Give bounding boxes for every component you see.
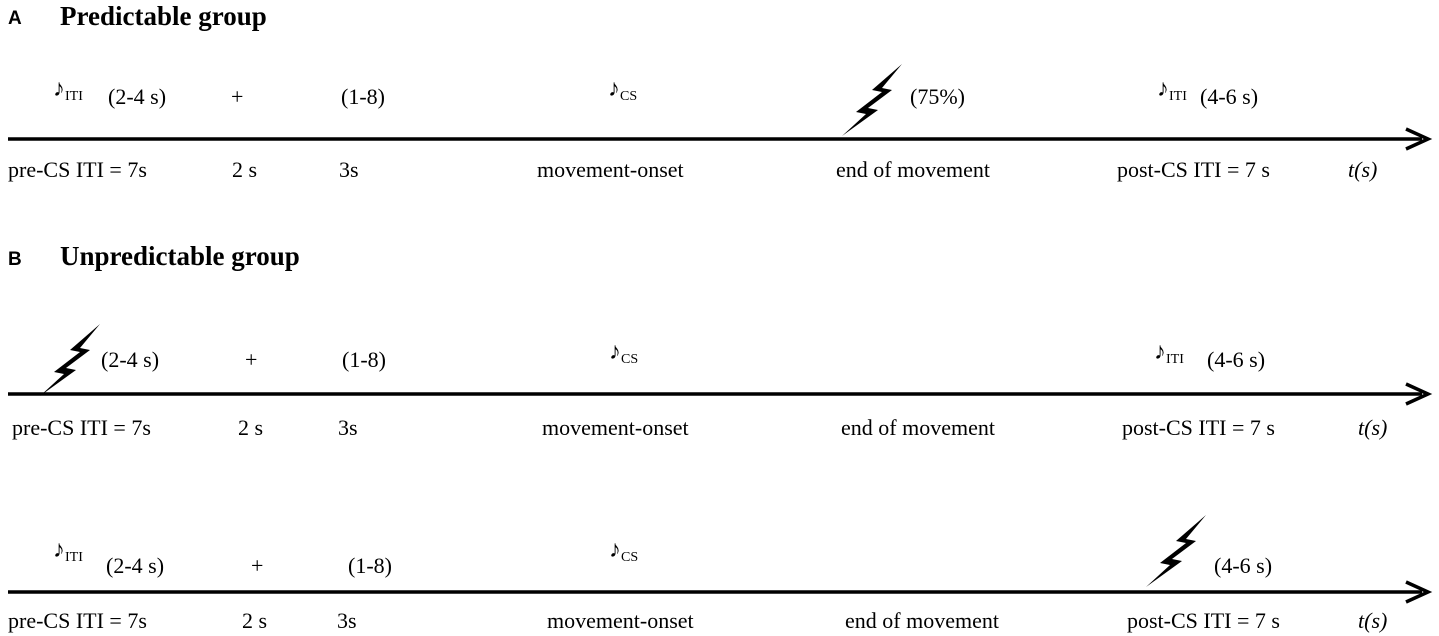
panel-title-b: Unpredictable group <box>60 241 300 271</box>
musical-note-icon: ♪ <box>53 537 65 563</box>
iti-tone-marker: ♪ITI <box>53 537 83 565</box>
movement-onset-label: movement-onset <box>547 608 694 633</box>
musical-note-icon: ♪ <box>609 537 621 563</box>
lightning-bolt-icon <box>1146 515 1206 587</box>
post-iti-duration-range: (4-6 s) <box>1200 84 1259 109</box>
fixation-cross: + <box>245 347 258 372</box>
arrowhead-icon <box>1405 382 1433 406</box>
arrowhead-icon <box>1405 127 1433 151</box>
count-duration-label: 3s <box>338 415 358 440</box>
count-duration-label: 3s <box>337 608 357 633</box>
musical-note-icon: ♪ <box>53 76 65 102</box>
timeline-b1 <box>8 382 1433 406</box>
pre-cs-iti-label: pre-CS ITI = 7s <box>8 608 147 633</box>
musical-note-icon: ♪ <box>609 339 621 365</box>
lightning-bolt-icon <box>842 64 902 136</box>
movement-onset-label: movement-onset <box>542 415 689 440</box>
timeline-b2 <box>8 580 1433 604</box>
musical-note-icon: ♪ <box>1154 339 1166 365</box>
panel-title-a: Predictable group <box>60 1 267 31</box>
cs-tone-marker: ♪CS <box>609 537 639 565</box>
shock-probability: (75%) <box>910 84 965 109</box>
post-iti-duration-range: (4-6 s) <box>1207 347 1266 372</box>
fixation-duration-label: 2 s <box>232 157 258 182</box>
cs-tone-marker: ♪CS <box>609 339 639 367</box>
end-of-movement-label: end of movement <box>836 157 990 182</box>
panel-letter-a: A <box>8 8 22 29</box>
count-range: (1-8) <box>341 84 385 109</box>
time-axis-label: t(s) <box>1348 157 1378 182</box>
panel-letter-b: B <box>8 249 22 270</box>
fixation-cross: + <box>251 553 264 578</box>
count-duration-label: 3s <box>339 157 359 182</box>
end-of-movement-label: end of movement <box>841 415 995 440</box>
count-range: (1-8) <box>348 553 392 578</box>
timeline-a <box>8 127 1433 151</box>
post-cs-iti-label: post-CS ITI = 7 s <box>1127 608 1280 633</box>
iti-tone-marker: ♪ITI <box>53 76 83 104</box>
post-iti-tone-marker: ♪ITI <box>1157 76 1187 104</box>
time-axis-label: t(s) <box>1358 415 1388 440</box>
iti-duration-range: (2-4 s) <box>106 553 165 578</box>
musical-note-icon: ♪ <box>1157 76 1169 102</box>
fixation-cross: + <box>231 84 244 109</box>
fixation-duration-label: 2 s <box>242 608 268 633</box>
count-range: (1-8) <box>342 347 386 372</box>
post-iti-duration-range: (4-6 s) <box>1214 553 1273 578</box>
cs-tone-marker: ♪CS <box>608 76 638 104</box>
end-of-movement-label: end of movement <box>845 608 999 633</box>
lightning-bolt-icon <box>40 324 100 396</box>
iti-duration-range: (2-4 s) <box>108 84 167 109</box>
time-axis-label: t(s) <box>1358 608 1388 633</box>
arrowhead-icon <box>1405 580 1433 604</box>
pre-cs-iti-label: pre-CS ITI = 7s <box>12 415 151 440</box>
post-cs-iti-label: post-CS ITI = 7 s <box>1122 415 1275 440</box>
post-cs-iti-label: post-CS ITI = 7 s <box>1117 157 1270 182</box>
post-iti-tone-marker: ♪ITI <box>1154 339 1184 367</box>
musical-note-icon: ♪ <box>608 76 620 102</box>
pre-cs-iti-label: pre-CS ITI = 7s <box>8 157 147 182</box>
iti-duration-range: (2-4 s) <box>101 347 160 372</box>
movement-onset-label: movement-onset <box>537 157 684 182</box>
fixation-duration-label: 2 s <box>238 415 264 440</box>
